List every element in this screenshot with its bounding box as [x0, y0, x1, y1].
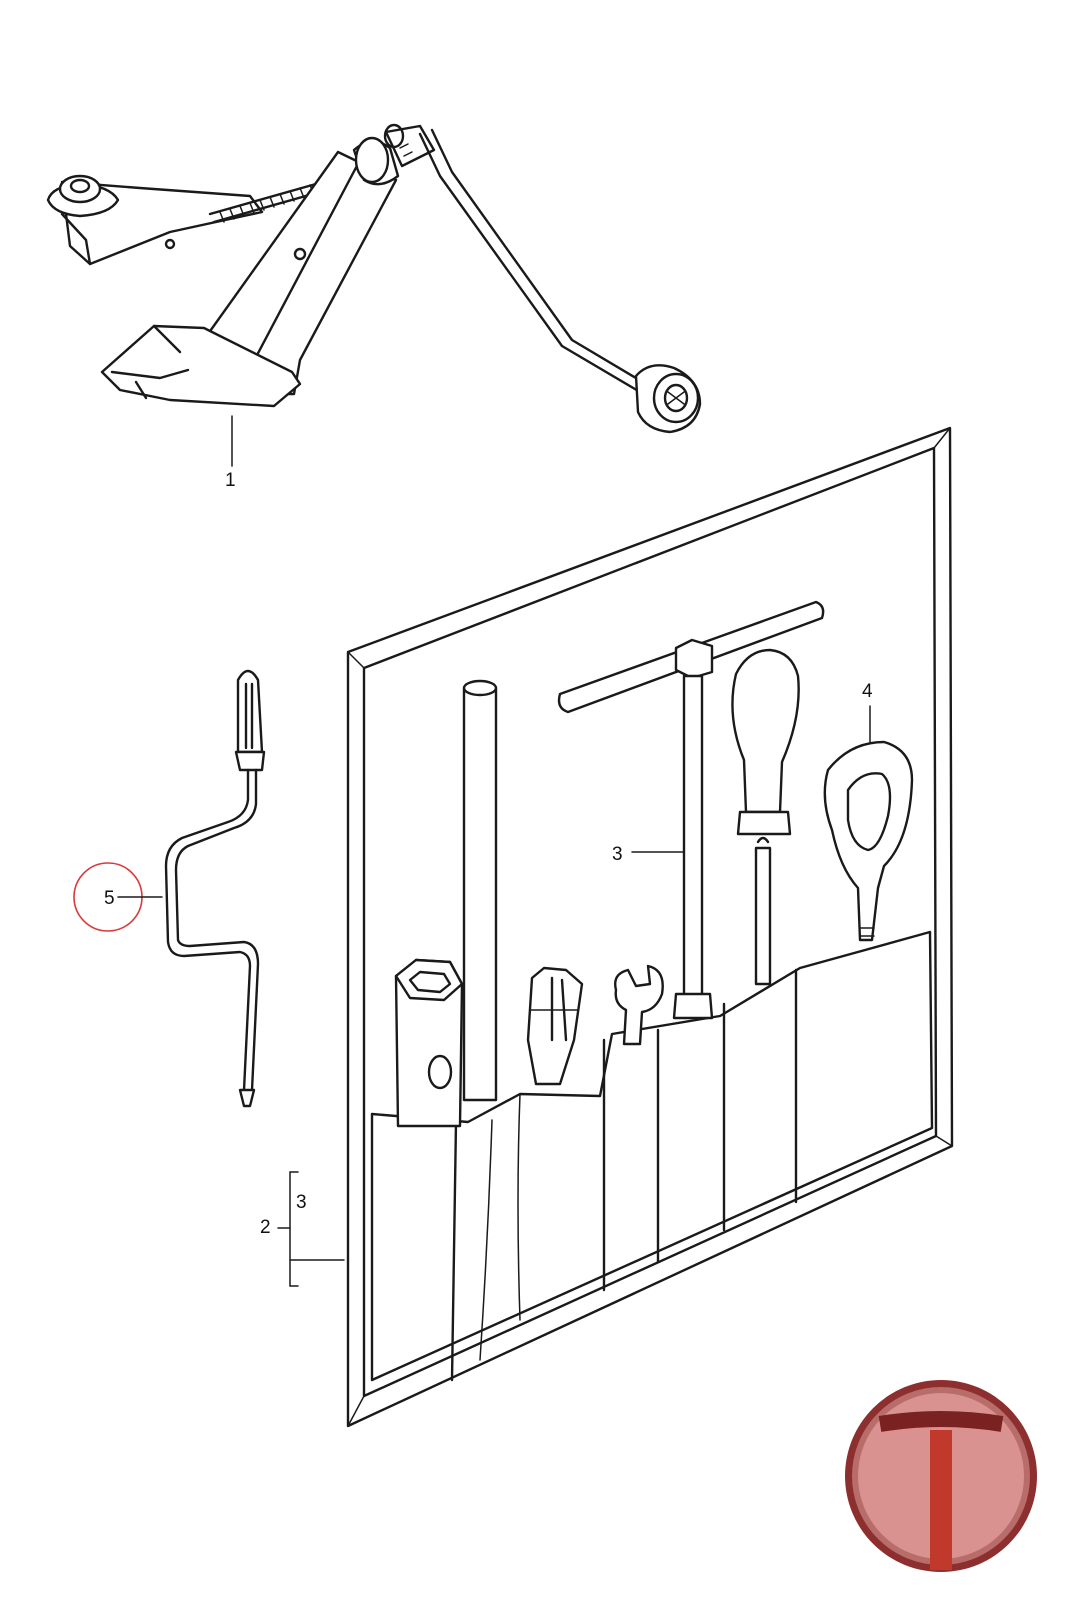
callout-2: 2 — [260, 1217, 271, 1238]
kit-bracket — [277, 1171, 345, 1287]
callout-3-bracket: 3 — [296, 1192, 307, 1213]
callout-4: 4 — [862, 681, 873, 702]
crank-handle — [164, 669, 266, 1108]
callout-3-t-handle: 3 — [612, 844, 623, 865]
callout-5: 5 — [104, 888, 115, 909]
t-handle-wrench — [557, 600, 825, 1020]
socket-wrench — [394, 958, 464, 1128]
open-end-wrench — [614, 964, 664, 1046]
dcauto-logo — [845, 1380, 1037, 1572]
extension-bar — [462, 679, 498, 1102]
pliers — [526, 966, 584, 1086]
towing-eye — [823, 740, 914, 942]
scissor-jack — [46, 123, 702, 434]
tool-kit-board — [346, 426, 954, 1428]
callout-1: 1 — [225, 470, 236, 491]
jack-knob — [634, 364, 702, 434]
screwdriver — [731, 648, 800, 986]
